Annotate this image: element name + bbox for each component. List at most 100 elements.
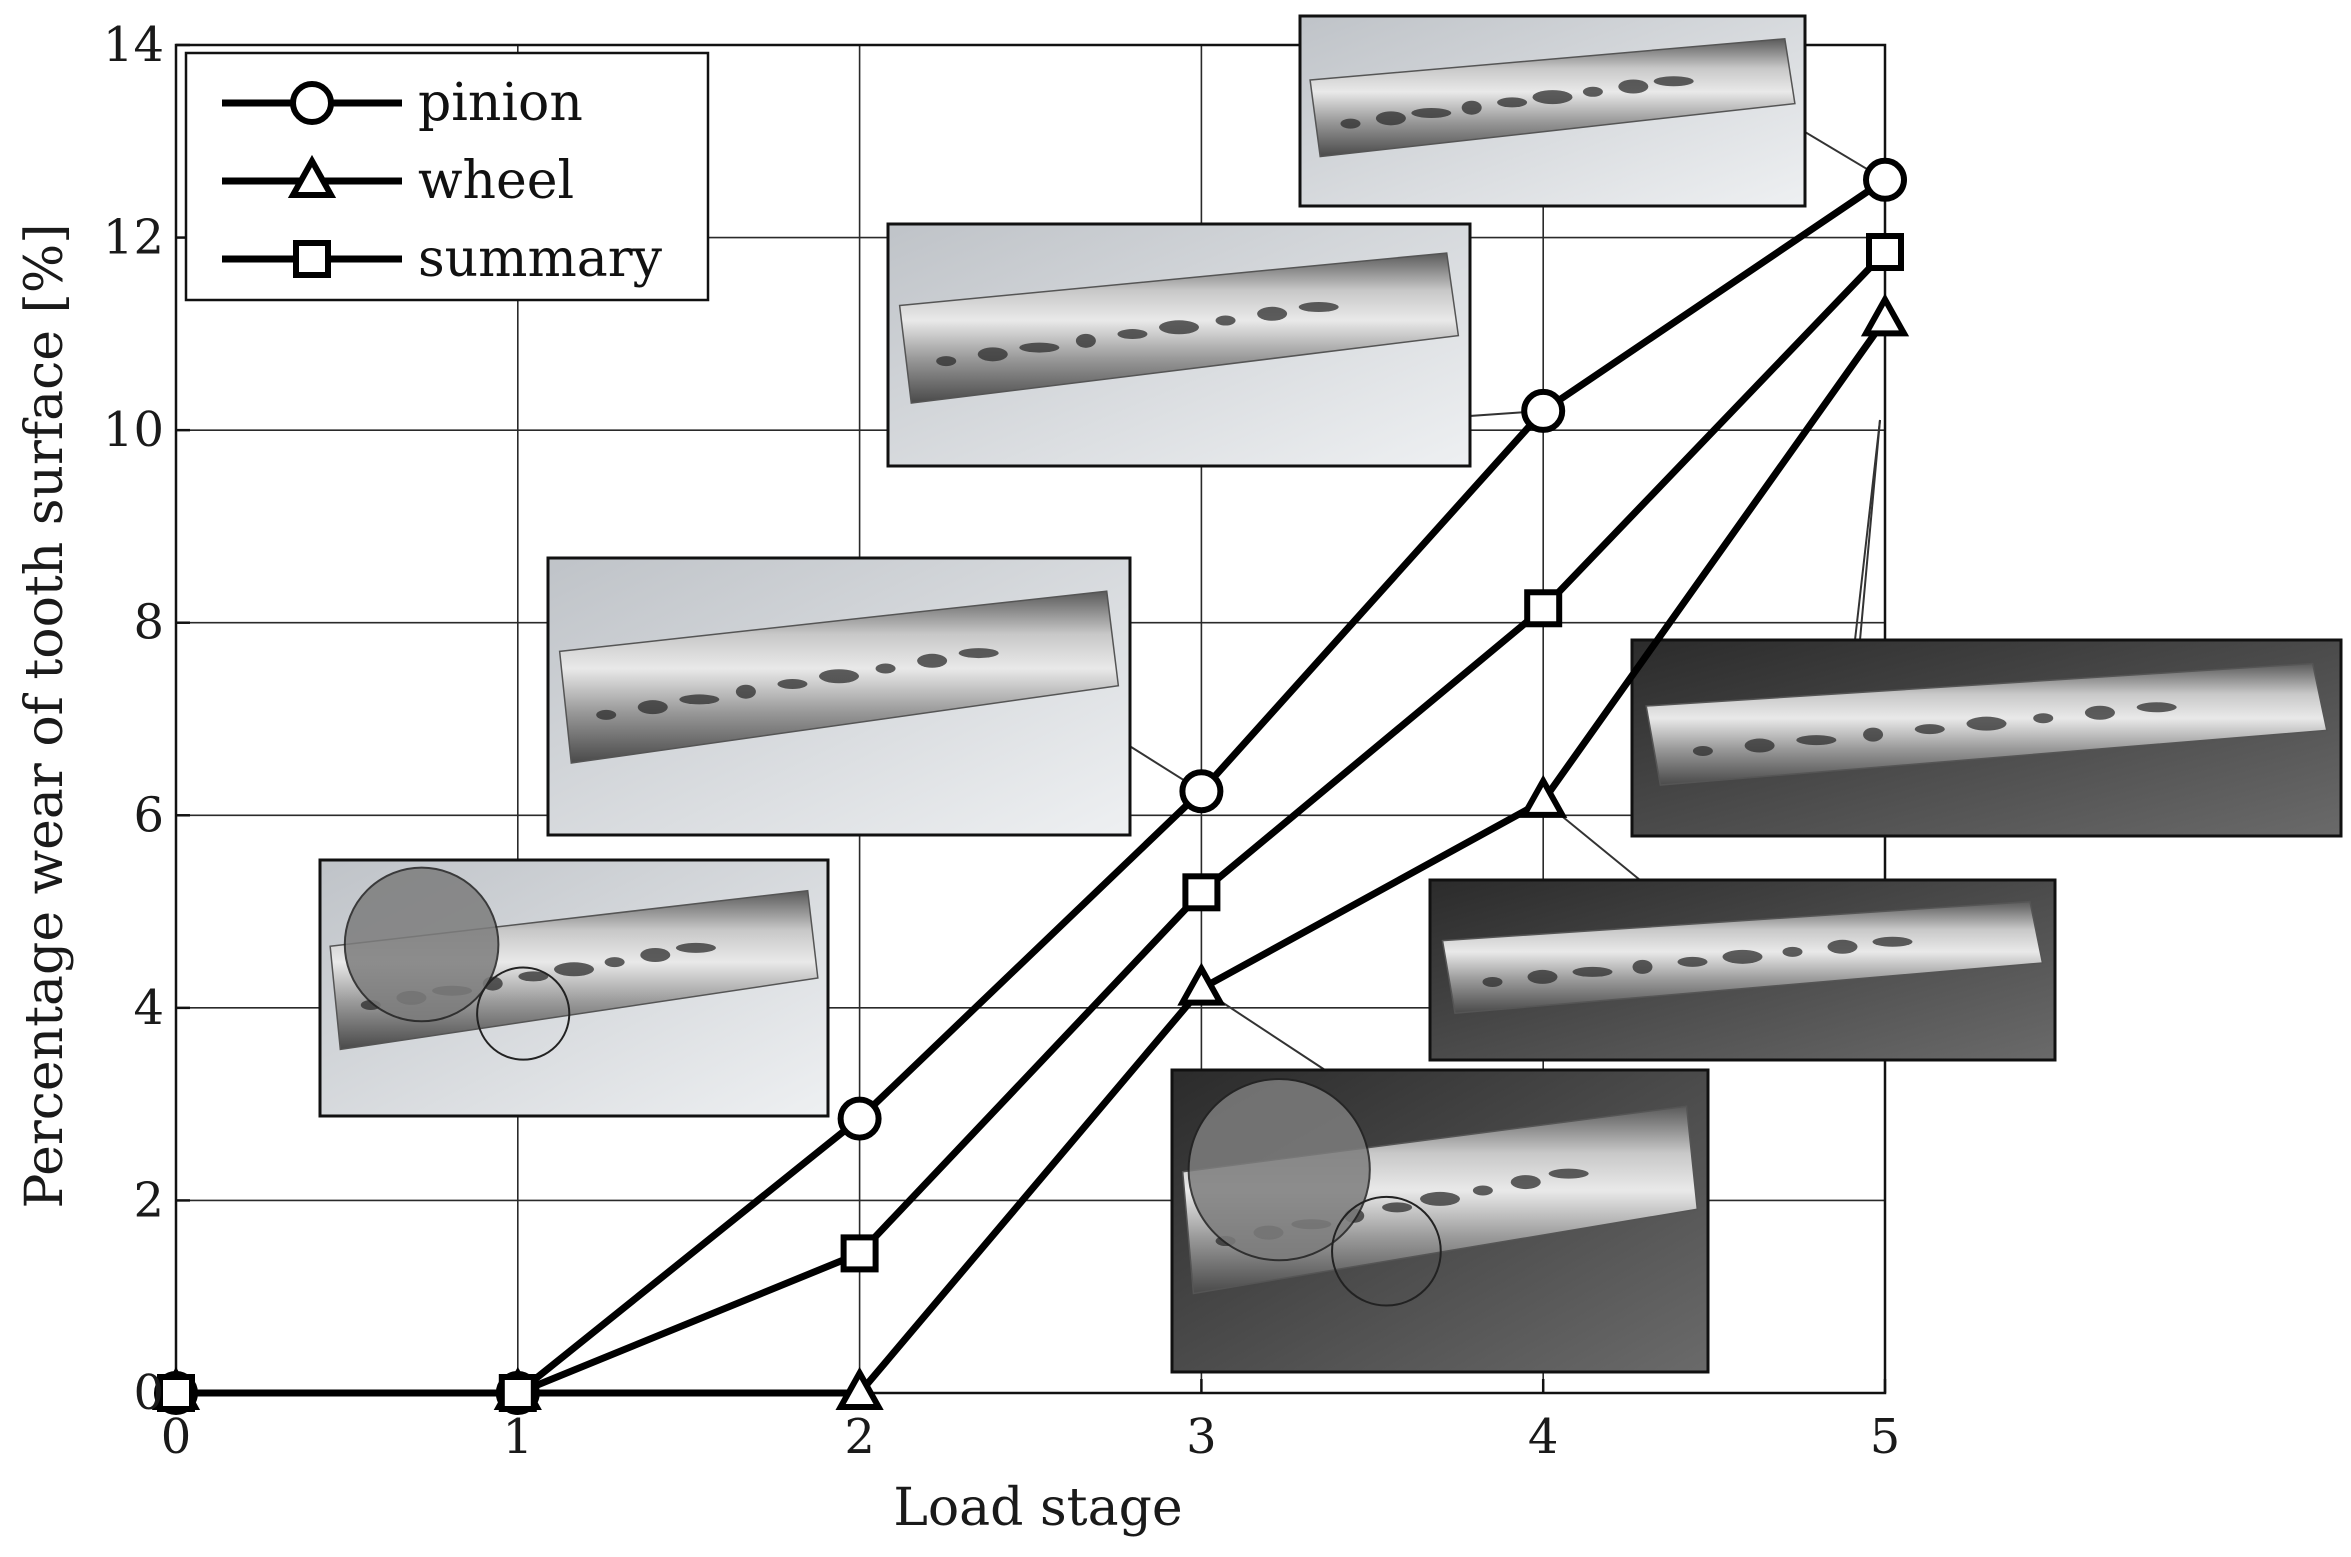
wear-pit	[1159, 320, 1199, 335]
wear-pit	[2033, 713, 2054, 724]
y-tick-label-5: 10	[103, 402, 164, 458]
x-tick-label-3: 3	[1186, 1409, 1217, 1465]
wear-pit	[637, 700, 668, 715]
wear-pit	[1744, 738, 1775, 753]
wear-pit	[1582, 86, 1603, 97]
point-summary-3	[1182, 873, 1221, 912]
detail-region-marker	[476, 966, 571, 1061]
wear-pit	[1298, 302, 1339, 313]
y-tick-label-4: 8	[133, 595, 164, 651]
wear-pit	[1215, 315, 1236, 326]
wear-pit	[1572, 966, 1613, 977]
wear-pit	[2084, 705, 2115, 720]
y-tick-label-3: 6	[133, 787, 164, 843]
wear-pit	[1863, 727, 1884, 742]
point-pinion-3	[1179, 769, 1224, 814]
y-tick-label-0: 0	[133, 1365, 164, 1421]
legend-marker-pinion	[290, 81, 334, 125]
wear-pit	[875, 663, 896, 674]
wear-pit	[1796, 735, 1837, 746]
wear-pit	[777, 678, 808, 689]
wear-pit	[1527, 969, 1558, 984]
wear-pit	[1914, 724, 1945, 735]
wear-pit	[1117, 329, 1148, 340]
point-summary-5	[1866, 233, 1904, 272]
wear-pit	[1019, 342, 1060, 353]
detail-region-marker	[1331, 1195, 1442, 1307]
inset-photo-5	[1428, 878, 2057, 1062]
wear-pit	[917, 653, 948, 668]
wear-pit	[1548, 1168, 1589, 1179]
wear-pit	[819, 669, 859, 684]
wear-pit	[604, 957, 625, 968]
point-pinion-2	[837, 1096, 882, 1141]
wear-pit	[1653, 76, 1694, 87]
wear-pit	[1692, 746, 1713, 757]
wear-pit	[1420, 1191, 1460, 1206]
legend-label-pinion: pinion	[418, 73, 583, 133]
wear-pit	[518, 971, 549, 982]
point-summary-1	[498, 1374, 537, 1412]
wear-pit	[1411, 108, 1452, 119]
wear-pit	[1510, 1175, 1541, 1190]
legend-item-pinion: pinion	[222, 73, 583, 133]
x-tick-label-5: 5	[1870, 1409, 1901, 1465]
inset-photo-4	[1630, 638, 2343, 838]
point-summary-0	[157, 1374, 195, 1412]
inset-photos	[318, 14, 2343, 1374]
point-wheel-3	[1177, 962, 1226, 1006]
wear-pit	[1497, 97, 1528, 108]
point-wheel-5	[1860, 293, 1910, 337]
legend: pinion wheel summary	[184, 51, 710, 302]
magnified-detail	[343, 866, 500, 1023]
wear-pit	[2136, 702, 2177, 713]
wear-pit	[1827, 939, 1858, 954]
wear-pit	[1618, 79, 1649, 94]
x-tick-label-1: 1	[503, 1409, 534, 1465]
wear-pit	[1382, 1202, 1413, 1213]
inset-photo-6	[1170, 1068, 1710, 1374]
data-series	[151, 157, 1910, 1415]
wear-pit	[1872, 936, 1913, 947]
y-axis-label: Percentage wear of tooth surface [%]	[15, 223, 75, 1208]
wear-pit	[1722, 949, 1763, 964]
wear-pit	[1257, 306, 1288, 321]
legend-marker-wheel	[287, 154, 337, 198]
wear-pit	[977, 347, 1008, 362]
wear-pit	[640, 948, 671, 963]
point-summary-2	[840, 1234, 879, 1273]
wear-pit	[1966, 716, 2007, 731]
x-tick-label-4: 4	[1528, 1409, 1559, 1465]
wear-pit	[1482, 976, 1503, 987]
wear-pit	[1472, 1185, 1493, 1196]
inset-photo-1	[546, 556, 1132, 837]
point-summary-4	[1524, 589, 1563, 628]
legend-item-wheel: wheel	[222, 151, 574, 211]
wear-pit	[958, 648, 999, 659]
wear-pit	[675, 942, 716, 953]
legend-marker-summary	[293, 240, 331, 278]
wear-pit	[1677, 956, 1708, 967]
inset-photo-3	[1298, 14, 1807, 208]
legend-item-summary: summary	[222, 229, 663, 289]
wear-pit	[554, 962, 594, 977]
wear-pit	[1375, 111, 1406, 126]
point-pinion-5	[1863, 157, 1907, 202]
wear-pit	[1532, 90, 1573, 105]
magnified-detail	[1187, 1078, 1371, 1262]
legend-label-summary: summary	[418, 229, 663, 289]
point-pinion-4	[1521, 388, 1566, 433]
inset-photo-2	[886, 222, 1472, 468]
connector-line-4	[1854, 419, 1881, 641]
series-line-summary	[176, 249, 1888, 1397]
x-tick-label-2: 2	[844, 1409, 875, 1465]
series-summary	[157, 233, 1904, 1412]
x-axis-label: Load stage	[893, 1478, 1182, 1538]
y-tick-label-1: 2	[133, 1172, 164, 1228]
wear-pit	[936, 356, 957, 367]
wear-pit	[1461, 100, 1482, 115]
y-tick-label-2: 4	[133, 980, 164, 1036]
wear-pit	[1632, 959, 1653, 974]
